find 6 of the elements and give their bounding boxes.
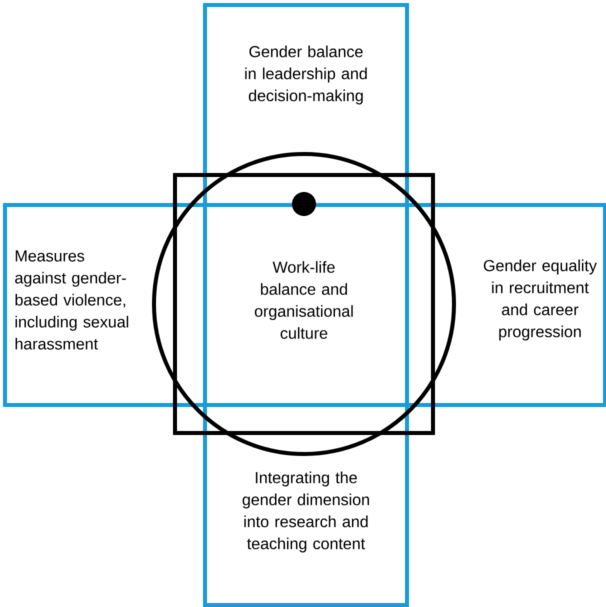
label-text: Gender equality in recruitment and career progression xyxy=(484,260,597,340)
label-text: Integrating the gender dimension into research and teaching content xyxy=(242,472,369,552)
circle xyxy=(152,152,456,456)
label-text: Gender balance in leadership and decision-making xyxy=(245,46,367,104)
label-text: Measures against gender-based violence, including sexual harassment xyxy=(15,250,128,350)
label-text: Work-life balance and organisational culture xyxy=(254,261,353,339)
